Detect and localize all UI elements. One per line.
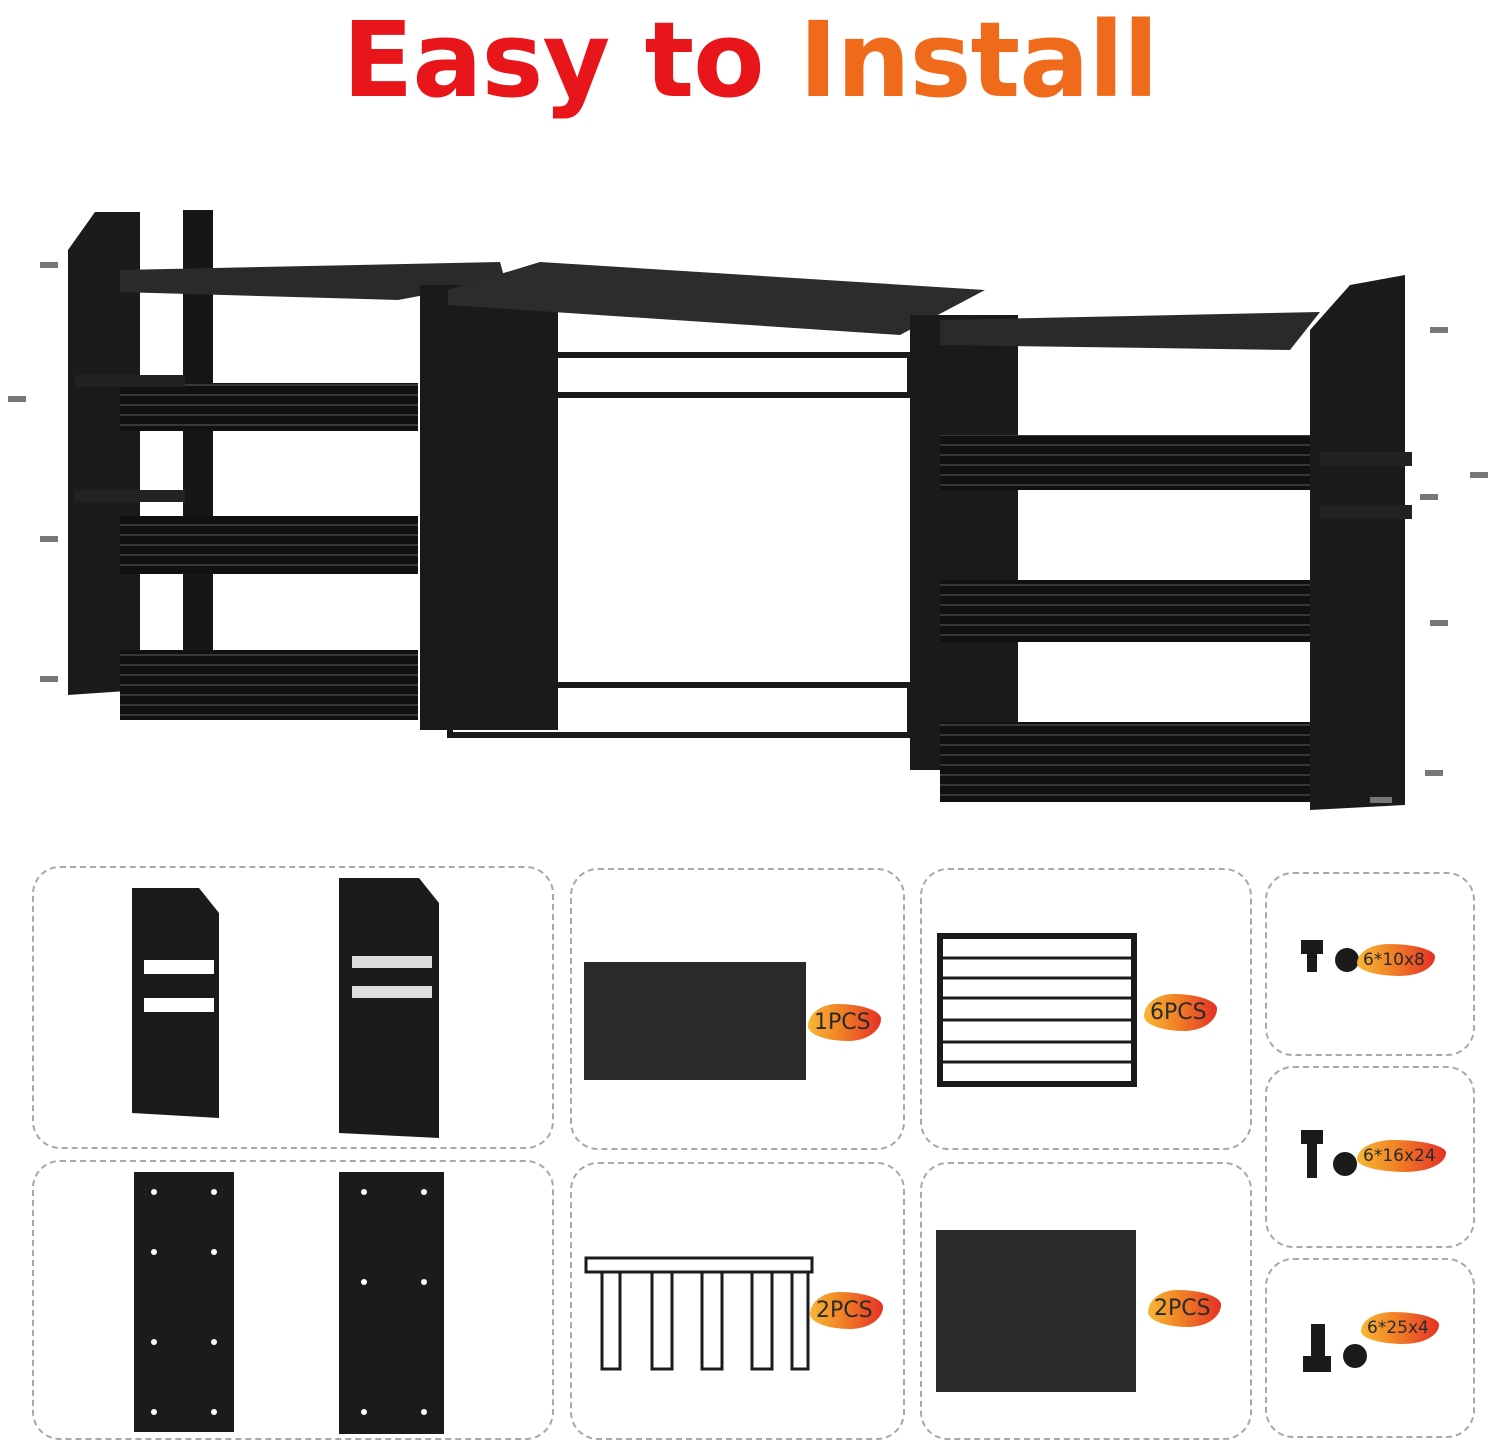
part-card-screw-small: 6*10x8 bbox=[1265, 872, 1475, 1056]
side-panel-pair-illustration bbox=[132, 878, 439, 1138]
part-card-tool-rack: 2PCS bbox=[570, 1162, 905, 1440]
shelf-grid-illustration bbox=[937, 933, 1137, 1087]
screw-small-icon bbox=[1301, 940, 1359, 972]
top-board-qty: 1PCS bbox=[808, 1004, 881, 1041]
tool-rack-qty: 2PCS bbox=[810, 1292, 883, 1329]
part-card-screw-large: 6*25x4 bbox=[1265, 1258, 1475, 1438]
screw-medium-icon bbox=[1301, 1130, 1357, 1178]
assembled-rack-illustration bbox=[8, 210, 1488, 810]
part-card-plain-board: 2PCS bbox=[920, 1162, 1252, 1440]
part-card-shelf-grid: 6PCS bbox=[920, 868, 1252, 1150]
shelf-grid-qty: 6PCS bbox=[1144, 994, 1217, 1031]
plain-board-qty: 2PCS bbox=[1148, 1290, 1221, 1327]
part-card-top-board: 1PCS bbox=[570, 868, 905, 1150]
title-word-1: Easy to bbox=[342, 0, 764, 121]
title-word-2: Install bbox=[798, 0, 1159, 121]
part-card-screw-medium: 6*16x24 bbox=[1265, 1066, 1475, 1248]
page-title: Easy to Install bbox=[0, 0, 1500, 120]
plain-board-illustration bbox=[936, 1230, 1136, 1392]
screw-medium-label: 6*16x24 bbox=[1357, 1140, 1446, 1172]
part-card-side-panels bbox=[32, 866, 554, 1149]
tool-rack-illustration bbox=[584, 1256, 814, 1371]
screw-large-label: 6*25x4 bbox=[1361, 1312, 1439, 1344]
screw-small-label: 6*10x8 bbox=[1357, 944, 1435, 976]
screw-large-icon bbox=[1303, 1324, 1367, 1372]
top-board-illustration bbox=[584, 962, 806, 1080]
plain-panel-pair-illustration bbox=[134, 1172, 444, 1434]
part-card-plain-panels bbox=[32, 1160, 554, 1440]
